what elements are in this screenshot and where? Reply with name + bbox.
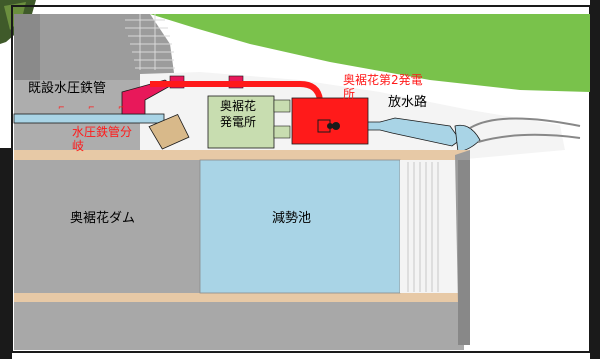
svg-text:⌐: ⌐: [88, 103, 95, 112]
label-dam: 奥裾花ダム: [70, 211, 136, 226]
frame-right: [590, 0, 600, 359]
tan-band-upper: [14, 150, 470, 160]
svg-text:⌐: ⌐: [118, 103, 125, 112]
label-tailrace: 放水路: [388, 95, 428, 110]
label-stilling-basin: 減勢池: [272, 211, 312, 226]
tan-band-lower: [14, 293, 460, 302]
penstock-magenta: [121, 79, 173, 115]
stilling-basin: [199, 159, 401, 294]
frame-left: [0, 148, 12, 359]
label-penstock-branch: 水圧鉄管分 岐: [72, 125, 133, 153]
label-existing-penstock: 既設水圧鉄管: [28, 81, 107, 96]
power-station-box: [207, 95, 275, 149]
foundation: [14, 302, 464, 350]
label-power-station-1: 奥裾花: [220, 99, 257, 113]
label-second-station-2: 所: [343, 87, 356, 101]
svg-text:⌐: ⌐: [58, 103, 65, 112]
dam-block: [14, 160, 200, 293]
label-second-station-1: 奥裾花第2発電: [343, 73, 423, 87]
dam-body: [14, 14, 175, 80]
label-power-station-2: 発電所: [220, 115, 257, 129]
green-hill: [150, 14, 590, 92]
